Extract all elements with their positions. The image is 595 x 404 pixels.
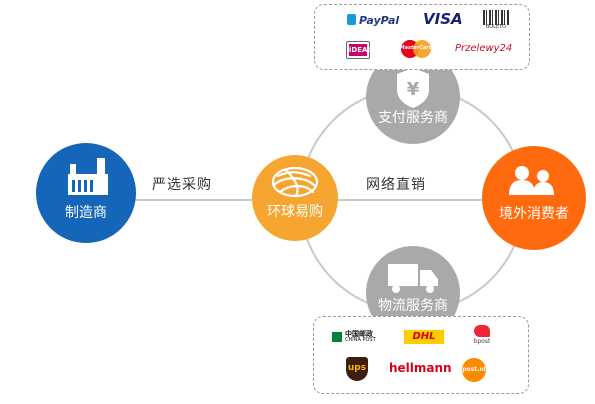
przelewy24-logo: Przelewy24 [455,43,513,54]
hellmann-logo: hellmann [389,361,452,375]
mastercard-right-circle [413,40,431,58]
edge-label-procurement: 严选采购 [152,177,212,193]
dhl-logo: DHL [404,330,444,344]
edge-label-direct-sales: 网络直销 [366,177,426,193]
node-consumer[interactable]: 境外消费者 [482,146,586,250]
ideal-logo: iDEAL [346,41,372,59]
node-platform[interactable]: 环球易购 [252,155,338,241]
yen-shield-icon: ¥ [397,68,429,108]
bpost-horn-icon [474,325,490,337]
node-consumer-label: 境外消费者 [499,206,569,222]
logistics-logos-panel: 中国邮政 CHINA POST DHL bpost ups hellmann p… [313,316,529,394]
ups-logo: ups [346,357,368,381]
node-payment[interactable]: ¥ 支付服务商 [366,50,460,144]
factory-icon [68,158,108,195]
china-post-icon [332,331,342,342]
bpost-logo: bpost [464,325,500,345]
payment-logos-panel: PayPal VISA BOLETO iDEAL MasterCard Prze… [314,4,530,70]
people-icon [509,166,554,195]
mastercard-logo: MasterCard [399,40,433,58]
node-manufacturer-label: 制造商 [65,205,107,221]
node-payment-label: 支付服务商 [378,110,448,126]
paypal-icon [347,14,356,25]
postnl-logo: post.nl [462,358,486,382]
paypal-logo: PayPal [347,14,399,26]
globe-icon [271,166,319,198]
node-manufacturer[interactable]: 制造商 [36,143,136,243]
visa-logo: VISA [423,10,463,28]
svg-text:¥: ¥ [407,79,420,100]
boleto-logo: BOLETO [483,10,509,32]
truck-icon [388,264,438,293]
barcode-icon [483,10,509,25]
node-logistics-label: 物流服务商 [378,298,448,314]
china-post-logo: 中国邮政 CHINA POST [332,328,376,344]
node-platform-label: 环球易购 [267,204,323,220]
